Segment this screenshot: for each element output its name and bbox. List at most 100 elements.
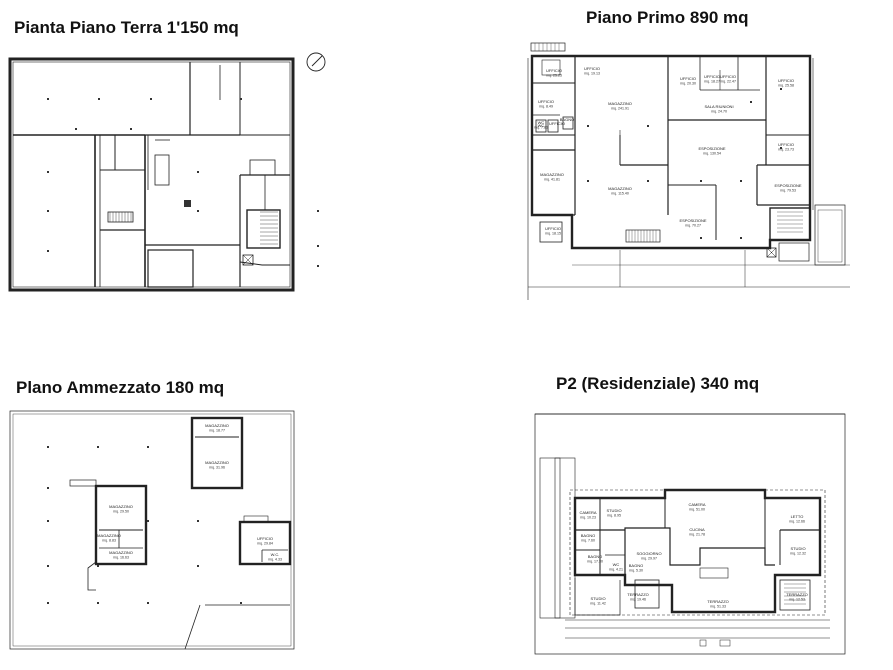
room-area: mq. 12.53 bbox=[789, 598, 805, 602]
first-outer-wall bbox=[530, 54, 812, 250]
first-stair-block bbox=[769, 207, 811, 241]
room-area: mq. 31.96 bbox=[209, 466, 225, 470]
room-area: mq. 19.46 bbox=[630, 598, 646, 602]
room-area: mq. 16.63 bbox=[113, 556, 129, 560]
first-floor-plan bbox=[527, 42, 850, 300]
room-label: UFFICIO bbox=[549, 121, 565, 126]
room-label: WC bbox=[613, 562, 620, 567]
room-label: ESPOSIZIONE bbox=[774, 183, 801, 188]
room-label: UFFICIO bbox=[546, 68, 562, 73]
room-area: mq. 25.58 bbox=[778, 84, 794, 88]
ground-columns bbox=[47, 98, 319, 267]
room-area: mq. 70.27 bbox=[685, 224, 701, 228]
mezz-room-top bbox=[190, 416, 244, 490]
room-label: BAGNO bbox=[581, 533, 595, 538]
room-area: mq. 29.50 bbox=[113, 510, 129, 514]
room-area: mq. 23.73 bbox=[778, 148, 794, 152]
room-label: ESPOSIZIONE bbox=[698, 146, 725, 151]
mezzanine-outer-outline bbox=[9, 410, 295, 650]
room-area: mq. 19.13 bbox=[584, 72, 600, 76]
p2-apartment-walls bbox=[573, 488, 822, 614]
room-area: mq. 7.60 bbox=[581, 539, 595, 543]
room-area: mq. 51.33 bbox=[710, 605, 726, 609]
compass-icon bbox=[306, 52, 326, 72]
room-label: TERRAZZO bbox=[707, 599, 729, 604]
room-area: mq. 21.78 bbox=[689, 533, 705, 537]
room-label: UFFICIO bbox=[680, 76, 696, 81]
room-label: LETTO bbox=[791, 514, 804, 519]
room-label: CUCINA bbox=[689, 527, 705, 532]
room-area: mq. 18.27 bbox=[704, 80, 720, 84]
room-area: mq. 8.83 bbox=[102, 539, 116, 543]
room-label: WC bbox=[538, 123, 545, 128]
room-area: mq. 17.30 bbox=[587, 560, 603, 564]
room-area: mq. 7.81 bbox=[534, 126, 548, 130]
mezz-room-center bbox=[94, 484, 148, 566]
mezzanine-columns bbox=[47, 446, 242, 604]
room-area: mq. 29.84 bbox=[257, 542, 273, 546]
room-area: mq. 8.95 bbox=[607, 514, 621, 518]
mezzanine-plan bbox=[9, 410, 295, 650]
p2-plan bbox=[534, 413, 846, 655]
room-area: mq. 20.30 bbox=[680, 82, 696, 86]
room-label: UFFICIO bbox=[545, 226, 561, 231]
room-label: STUDIO bbox=[606, 508, 621, 513]
room-area: mq. 18.77 bbox=[209, 429, 225, 433]
room-label: STUDIO bbox=[590, 596, 605, 601]
room-area: mq. 25.25 bbox=[546, 74, 562, 78]
room-label: MAGAZZINO bbox=[205, 460, 229, 465]
room-area: mq. 18.15 bbox=[545, 232, 561, 236]
room-label: UFFICIO bbox=[257, 536, 273, 541]
ground-stair-block bbox=[246, 209, 281, 249]
room-area: mq. 12.32 bbox=[790, 552, 806, 556]
room-label: ESPOSIZIONE bbox=[679, 218, 706, 223]
room-label: MAGAZZINO bbox=[540, 172, 564, 177]
room-area: mq. 24.70 bbox=[711, 110, 727, 114]
room-label: UFFICIO bbox=[704, 74, 720, 79]
room-area: mq. 41.81 bbox=[544, 178, 560, 182]
room-label: TERRAZZO bbox=[786, 592, 808, 597]
room-area: mq. 115.40 bbox=[611, 192, 629, 196]
room-label: UFFICIO bbox=[778, 78, 794, 83]
room-label: MAGAZZINO bbox=[109, 504, 133, 509]
first-floor-title: Piano Primo 890 mq bbox=[586, 8, 749, 27]
room-area: mq. 8.49 bbox=[539, 105, 553, 109]
room-label: UFFICIO bbox=[538, 99, 554, 104]
room-area: mq. 12.66 bbox=[789, 520, 805, 524]
ground-floor-title: Pianta Piano Terra 1'150 mq bbox=[14, 18, 239, 37]
room-label: STUDIO bbox=[790, 546, 805, 551]
mezzanine-title: Plano Ammezzato 180 mq bbox=[16, 378, 225, 397]
ground-floor-plan bbox=[8, 52, 326, 292]
p2-title: P2 (Residenziale) 340 mq bbox=[556, 374, 760, 393]
room-area: mq. 4.33 bbox=[268, 558, 282, 562]
room-area: mq. 22.47 bbox=[720, 80, 736, 84]
room-area: mq. 130.54 bbox=[703, 152, 721, 156]
room-label: BAGNO bbox=[629, 563, 643, 568]
room-label: W.C. bbox=[271, 552, 280, 557]
room-label: MAGAZZINO bbox=[97, 533, 121, 538]
room-label: TERRAZZO bbox=[627, 592, 649, 597]
room-label: MAGAZZINO bbox=[608, 101, 632, 106]
room-label: CAMERA bbox=[579, 510, 596, 515]
ground-outer-wall bbox=[8, 57, 295, 292]
room-label: UFFICIO bbox=[778, 142, 794, 147]
room-label: MAGAZZINO bbox=[109, 550, 133, 555]
room-area: mq. 79.53 bbox=[780, 189, 796, 193]
first-columns bbox=[587, 88, 782, 239]
room-label: UFFICIO bbox=[584, 66, 600, 71]
room-label: BAGNO bbox=[560, 117, 574, 122]
room-label: CAMERA bbox=[688, 502, 705, 507]
room-label: MAGAZZINO bbox=[608, 186, 632, 191]
room-label: SALA RIUNIONI bbox=[704, 104, 733, 109]
room-area: mq. 51.00 bbox=[689, 508, 705, 512]
room-area: mq. 11.42 bbox=[590, 602, 606, 606]
room-label: UFFICIO bbox=[720, 74, 736, 79]
room-area: mq. 241.91 bbox=[611, 107, 629, 111]
room-label: BAGNO bbox=[588, 554, 602, 559]
room-area: mq. 4.21 bbox=[609, 568, 623, 572]
room-label: SOGGIORNO bbox=[636, 551, 661, 556]
room-label: MAGAZZINO bbox=[205, 423, 229, 428]
